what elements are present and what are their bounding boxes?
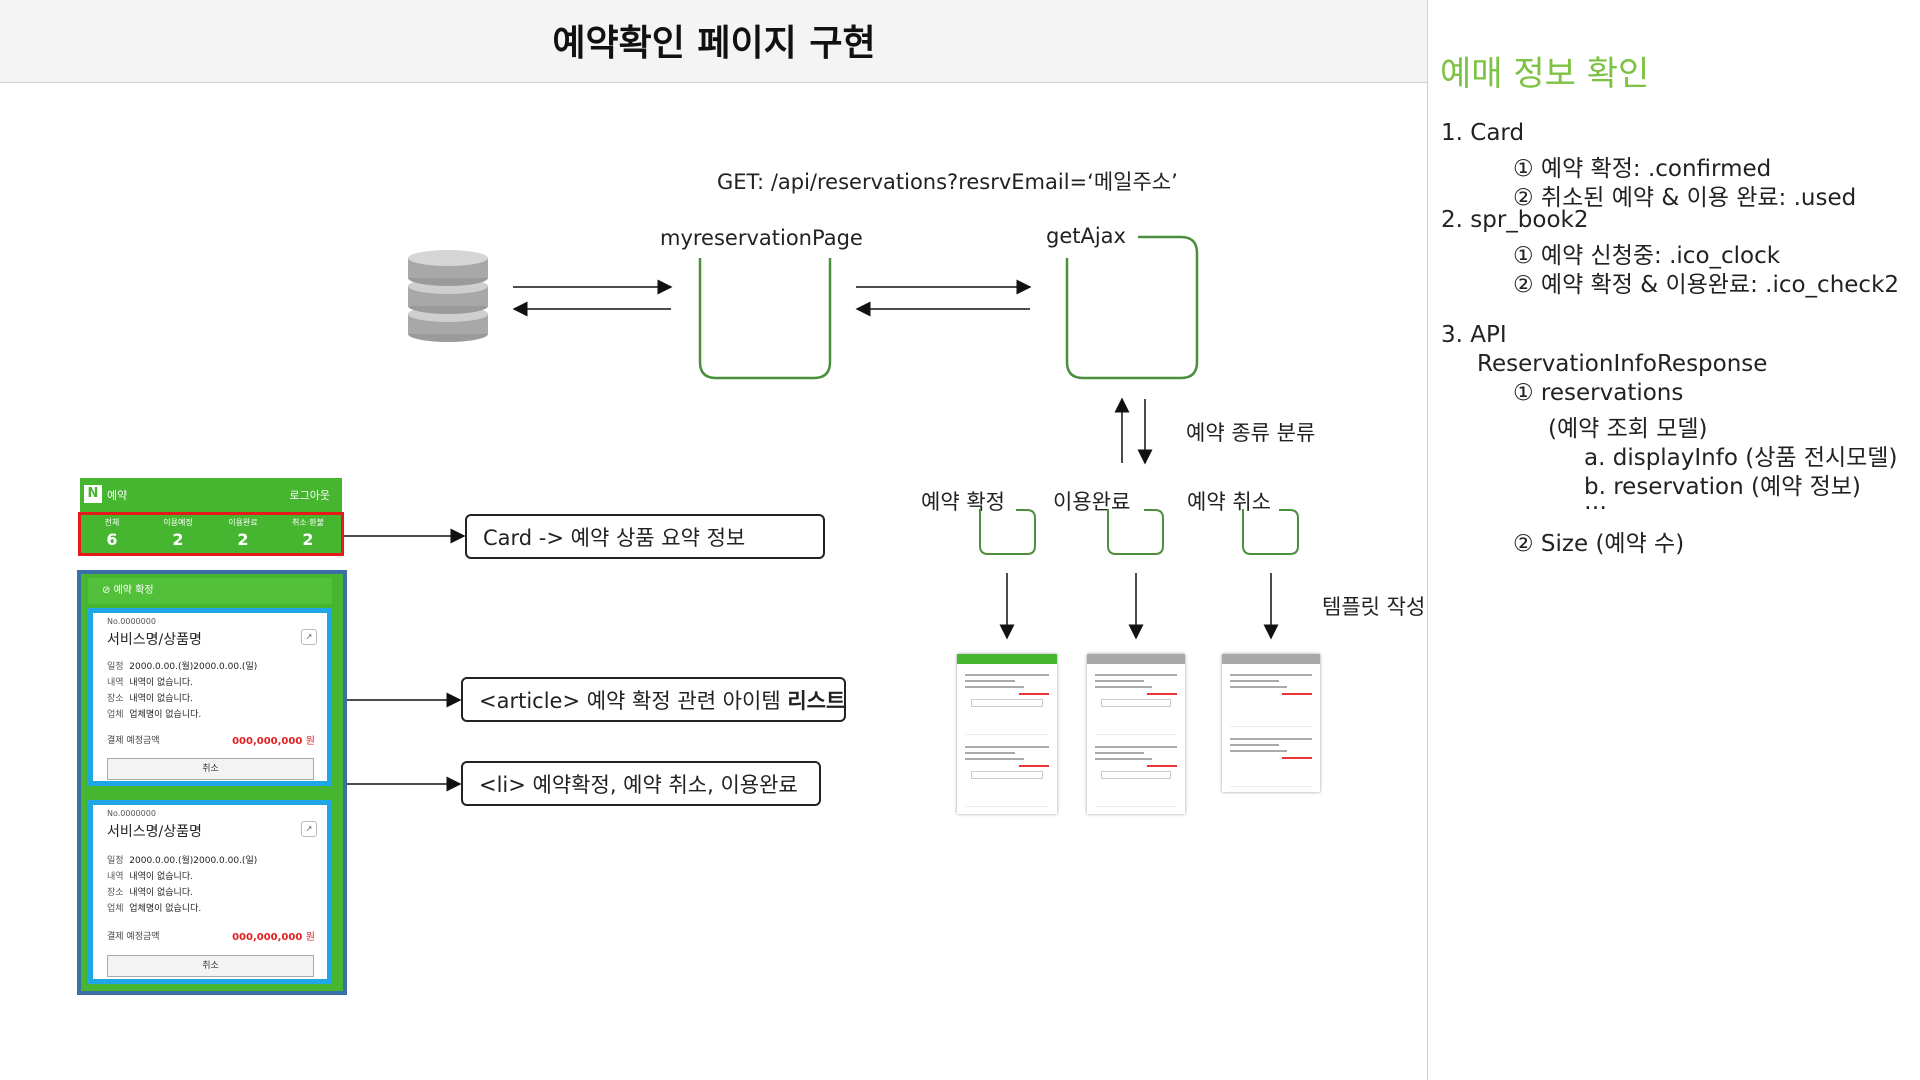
info-value: 내역이 없습니다.: [129, 678, 193, 688]
section-header: ⊘ 예약 확정: [88, 578, 332, 604]
info-value: 2000.0.00.(월)2000.0.00.(일): [129, 856, 258, 866]
tab-label: 취소·환불: [292, 518, 324, 527]
rp-line: …: [1584, 489, 1607, 515]
phone-header-title: 예약: [107, 489, 128, 502]
category-container: [1242, 509, 1299, 555]
tab-count: 2: [172, 530, 184, 549]
rp-line: 1. Card: [1441, 120, 1525, 146]
tab-count: 2: [302, 530, 314, 549]
info-key: 업체: [107, 710, 124, 720]
tab-count: 6: [106, 530, 118, 549]
rp-line: ② 취소된 예약 & 이용 완료: .used: [1513, 185, 1857, 211]
info-value: 업체명이 없습니다.: [129, 710, 202, 720]
right-panel-heading: 예매 정보 확인: [1440, 54, 1650, 94]
ajax-container: [1065, 235, 1199, 380]
tab-all[interactable]: 전체 6: [82, 517, 142, 549]
category-container: [979, 509, 1036, 555]
brand-logo: N: [84, 485, 102, 503]
ajax-label: getAjax: [1046, 224, 1126, 248]
tab-label: 이용예정: [163, 518, 193, 527]
payment-amount: 000,000,000 원: [232, 736, 315, 747]
category-container: [1107, 509, 1164, 555]
cancel-button[interactable]: 취소: [107, 758, 314, 780]
rp-line: ② 예약 확정 & 이용완료: .ico_check2: [1513, 272, 1900, 298]
rp-line: a. displayInfo (상품 전시모델): [1584, 445, 1898, 471]
product-name: 서비스명/상품명: [107, 824, 202, 840]
reservation-info: 일정 2000.0.00.(월)2000.0.00.(일) 내역 내역이 없습니…: [107, 853, 257, 917]
info-key: 업체: [107, 904, 124, 914]
payment-label: 결제 예정금액: [107, 736, 160, 746]
reservation-number: No.0000000: [107, 617, 156, 626]
payment-amount: 000,000,000 원: [232, 932, 315, 943]
flow-diagram: [334, 235, 1299, 792]
tab-canceled[interactable]: 취소·환불 2: [278, 517, 338, 549]
product-name: 서비스명/상품명: [107, 632, 202, 648]
info-value: 내역이 없습니다.: [129, 694, 193, 704]
page-label: myreservationPage: [660, 226, 863, 250]
li-annotation: <li> 예약확정, 예약 취소, 이용완료: [461, 761, 821, 806]
info-value: 2000.0.00.(월)2000.0.00.(일): [129, 662, 258, 672]
rp-line: ① 예약 확정: .confirmed: [1513, 156, 1772, 182]
section-title: 예약 확정: [113, 585, 154, 596]
template-thumbnail-used: [1087, 654, 1185, 814]
info-key: 장소: [107, 888, 124, 898]
info-key: 내역: [107, 678, 124, 688]
payment-label: 결제 예정금액: [107, 932, 160, 942]
info-value: 내역이 없습니다.: [129, 888, 193, 898]
phone-header: N 예약 로그아웃: [80, 478, 342, 512]
article-annotation-bold: 리스트: [787, 688, 846, 713]
rp-line: 2. spr_book2: [1441, 207, 1589, 233]
category-confirmed: 예약 확정: [921, 490, 1005, 514]
card-annotation: Card -> 예약 상품 요약 정보: [465, 514, 825, 559]
tab-label: 이용완료: [228, 518, 258, 527]
info-key: 일정: [107, 856, 124, 866]
database-icon: [408, 250, 488, 342]
template-label: 템플릿 작성: [1322, 595, 1426, 619]
tab-label: 전체: [104, 518, 120, 527]
rp-line: ReservationInfoResponse: [1477, 351, 1768, 377]
reservation-number: No.0000000: [107, 809, 156, 818]
right-panel: [1427, 0, 1920, 1080]
rp-line: ① 예약 신청중: .ico_clock: [1513, 243, 1781, 269]
page-title: 예약확인 페이지 구현: [552, 23, 876, 64]
card-highlight: [78, 512, 344, 556]
api-call-label: GET: /api/reservations?resrvEmail=‘메일주소’: [717, 170, 1178, 194]
classify-label: 예약 종류 분류: [1186, 421, 1316, 445]
category-used: 이용완료: [1053, 490, 1131, 514]
category-canceled: 예약 취소: [1187, 490, 1271, 514]
logout-button[interactable]: 로그아웃: [289, 489, 330, 502]
cancel-button[interactable]: 취소: [107, 955, 314, 977]
tab-used[interactable]: 이용완료 2: [213, 517, 273, 549]
rp-line: (예약 조회 모델): [1548, 416, 1708, 442]
article-annotation-text: <article> 예약 확정 관련 아이템: [479, 688, 781, 713]
rp-line: ② Size (예약 수): [1513, 531, 1685, 557]
template-thumbnail-confirmed: [957, 654, 1057, 814]
tab-upcoming[interactable]: 이용예정 2: [148, 517, 208, 549]
share-icon[interactable]: ↗: [301, 629, 317, 645]
reservation-card: No.0000000 서비스명/상품명 ↗ 일정 2000.0.00.(월)20…: [88, 800, 332, 984]
rp-line: 3. API: [1441, 322, 1507, 348]
article-annotation: <article> 예약 확정 관련 아이템 리스트: [461, 677, 846, 722]
info-key: 내역: [107, 872, 124, 882]
info-key: 일정: [107, 662, 124, 672]
title-bar: [0, 0, 1428, 83]
info-value: 내역이 없습니다.: [129, 872, 193, 882]
info-key: 장소: [107, 694, 124, 704]
summary-card: 전체 6 이용예정 2 이용완료 2 취소·환불 2: [80, 514, 342, 554]
rp-line: ① reservations: [1513, 380, 1684, 406]
share-icon[interactable]: ↗: [301, 821, 317, 837]
reservation-card: No.0000000 서비스명/상품명 ↗ 일정 2000.0.00.(월)20…: [88, 608, 332, 786]
info-value: 업체명이 없습니다.: [129, 904, 202, 914]
rp-line: b. reservation (예약 정보): [1584, 474, 1861, 500]
template-thumbnail-canceled: [1222, 654, 1320, 792]
reservation-info: 일정 2000.0.00.(월)2000.0.00.(일) 내역 내역이 없습니…: [107, 659, 257, 723]
page-container: [698, 258, 832, 380]
tab-count: 2: [237, 530, 249, 549]
